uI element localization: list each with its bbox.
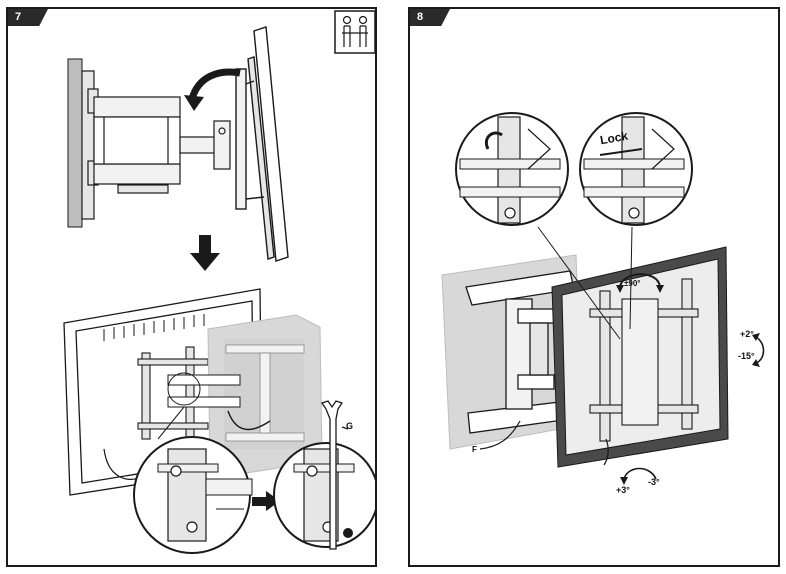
two-person-lift-icon xyxy=(334,10,375,54)
cable xyxy=(479,420,609,466)
detail-circle-lock xyxy=(579,112,693,330)
mount-arm-lower xyxy=(167,372,271,431)
mount-arm-upper xyxy=(93,96,231,194)
level-plus-label: +3° xyxy=(616,485,630,495)
wall-block-lower xyxy=(207,314,323,476)
wall-upper xyxy=(67,58,83,228)
callout-g-label: G xyxy=(346,421,354,431)
step-7-number: 7 xyxy=(8,9,48,26)
rotate-angle-label: ±90° xyxy=(624,279,641,288)
wrench-number-badge xyxy=(343,528,353,538)
tilt-down-label: -15° xyxy=(738,351,755,361)
tv-bracket xyxy=(589,278,699,442)
detail-circle-right xyxy=(273,442,375,548)
rotate-arrow-icon xyxy=(616,273,664,293)
detail-circle-left xyxy=(133,406,253,554)
step-8-panel: 8 xyxy=(408,7,780,567)
callout-f-label: F xyxy=(472,445,477,454)
tv-upper xyxy=(235,26,289,262)
step-8-illustration xyxy=(441,112,765,485)
level-minus-label: -3° xyxy=(648,477,660,487)
right-arrow-icon xyxy=(252,491,280,511)
mount-arm xyxy=(465,270,575,434)
detail-circle-unlock xyxy=(455,112,621,340)
wrench-icon xyxy=(320,400,349,550)
step-8-number: 8 xyxy=(410,9,450,26)
tilt-arrow-icon xyxy=(752,333,765,367)
tilt-up-label: +2° xyxy=(740,329,754,339)
rotate-arrow-icon xyxy=(184,68,241,111)
level-arrow-icon xyxy=(620,467,657,485)
step-7-panel: 7 xyxy=(6,7,377,567)
down-arrow-icon xyxy=(190,235,220,271)
step-7-illustration xyxy=(63,10,375,554)
